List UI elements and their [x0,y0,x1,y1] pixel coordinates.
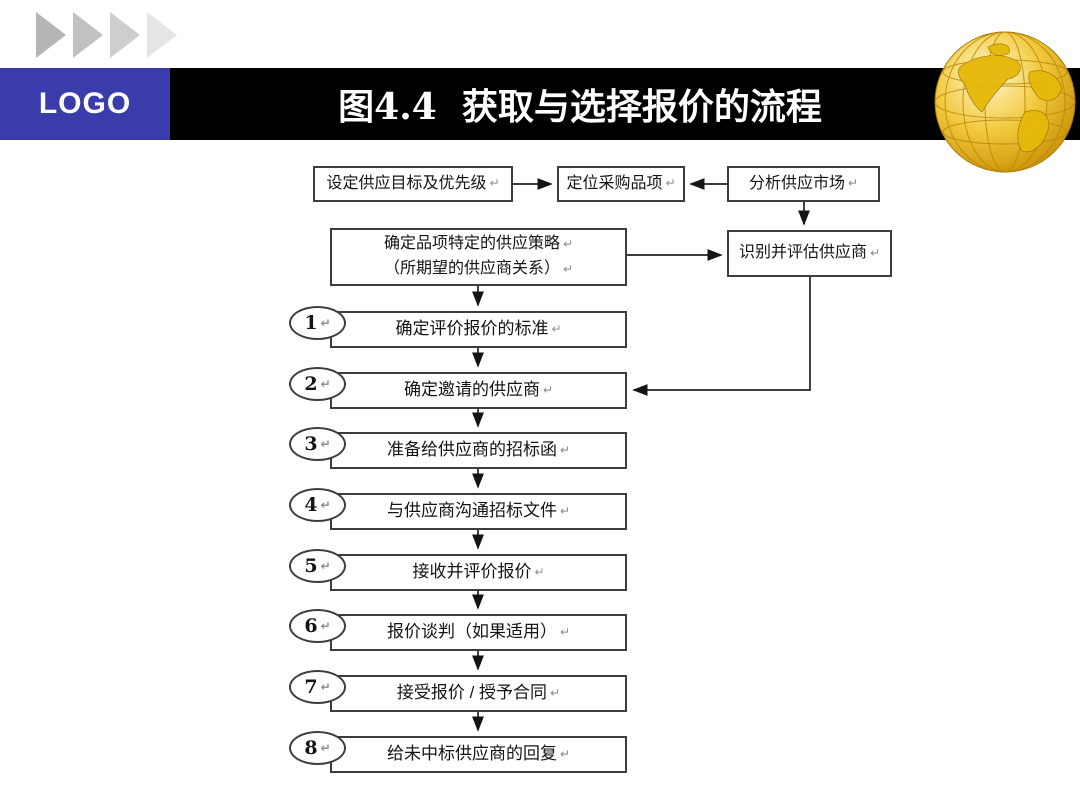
step-label: 与供应商沟通招标文件 [386,501,557,521]
flow-step-box-4: 与供应商沟通招标文件↵ [330,493,627,530]
step-label: 接受报价 / 授予合同 [396,683,548,703]
flow-box-identify-suppliers: 识别并评估供应商↵ [727,230,892,277]
step-number-badge-2: 2↵ [289,367,346,401]
chevrons-icon [36,12,177,58]
return-mark-icon: ↵ [320,498,331,512]
return-mark-icon: ↵ [320,377,331,391]
step-number: 8 [304,737,318,759]
flow-step-box-6: 报价谈判（如果适用）↵ [330,614,627,651]
logo-text: LOGO [38,87,132,120]
flow-step-box-8: 给未中标供应商的回复↵ [330,736,627,773]
flow-box-analyze-market: 分析供应市场↵ [727,166,880,202]
step-number-badge-6: 6↵ [289,609,346,643]
step-number-badge-5: 5↵ [289,549,346,583]
step-number: 6 [304,615,318,637]
flow-box-position-items: 定位采购品项↵ [557,166,685,202]
step-number: 5 [304,555,318,577]
step-number: 2 [304,373,318,395]
flow-box-set-goals: 设定供应目标及优先级↵ [313,166,513,202]
return-mark-icon: ↵ [320,559,331,573]
return-mark-icon: ↵ [562,237,574,252]
return-mark-icon: ↵ [550,685,561,700]
logo-box: LOGO [0,68,170,140]
flow-step-box-2: 确定邀请的供应商↵ [330,372,627,409]
return-mark-icon: ↵ [559,624,571,639]
return-mark-icon: ↵ [551,321,562,336]
return-mark-icon: ↵ [559,442,571,457]
header-bar [0,68,1080,140]
step-label: 报价谈判（如果适用） [386,622,557,642]
return-mark-icon: ↵ [320,741,331,755]
flow-box-strategy: 确定品项特定的供应策略↵ （所期望的供应商关系）↵ [330,228,627,286]
step-label: 准备给供应商的招标函 [386,440,557,460]
return-mark-icon: ↵ [542,382,554,397]
flow-box-label-line2: （所期望的供应商关系） [383,260,560,277]
step-number-badge-3: 3↵ [289,427,346,461]
flow-box-label: 设定供应目标及优先级 [326,174,487,192]
step-label: 接收并评价报价 [412,562,532,582]
step-number: 4 [304,494,318,516]
return-mark-icon: ↵ [320,437,331,451]
flow-box-label: 识别并评估供应商 [738,244,867,262]
return-mark-icon: ↵ [559,503,571,518]
return-mark-icon: ↵ [320,680,331,694]
step-number: 1 [304,312,318,334]
step-number-badge-4: 4↵ [289,488,346,522]
step-number-badge-8: 8↵ [289,731,346,765]
step-number-badge-1: 1↵ [289,306,346,340]
return-mark-icon: ↵ [320,619,331,633]
flow-step-box-3: 准备给供应商的招标函↵ [330,432,627,469]
return-mark-icon: ↵ [559,746,571,761]
step-label: 确定邀请的供应商 [403,380,540,400]
flow-box-label: 分析供应市场 [748,174,845,192]
flow-box-label: 定位采购品项 [566,174,663,192]
flow-step-box-7: 接受报价 / 授予合同↵ [330,675,627,712]
return-mark-icon: ↵ [847,176,859,191]
page-title: 图4.4 获取与选择报价的流程 [338,86,822,128]
return-mark-icon: ↵ [869,245,881,260]
flow-step-box-1: 确定评价报价的标准↵ [330,311,627,348]
flow-box-label-line1: 确定品项特定的供应策略 [383,235,560,253]
globe-icon [934,31,1076,173]
return-mark-icon: ↵ [320,316,331,330]
return-mark-icon: ↵ [534,564,545,579]
step-number-badge-7: 7↵ [289,670,346,704]
step-label: 确定评价报价的标准 [395,319,549,339]
return-mark-icon: ↵ [489,176,500,191]
step-label: 给未中标供应商的回复 [386,744,557,764]
step-number: 7 [304,676,318,698]
return-mark-icon: ↵ [665,176,676,191]
flow-step-box-5: 接收并评价报价↵ [330,554,627,591]
return-mark-icon: ↵ [562,262,574,277]
step-number: 3 [304,433,318,455]
